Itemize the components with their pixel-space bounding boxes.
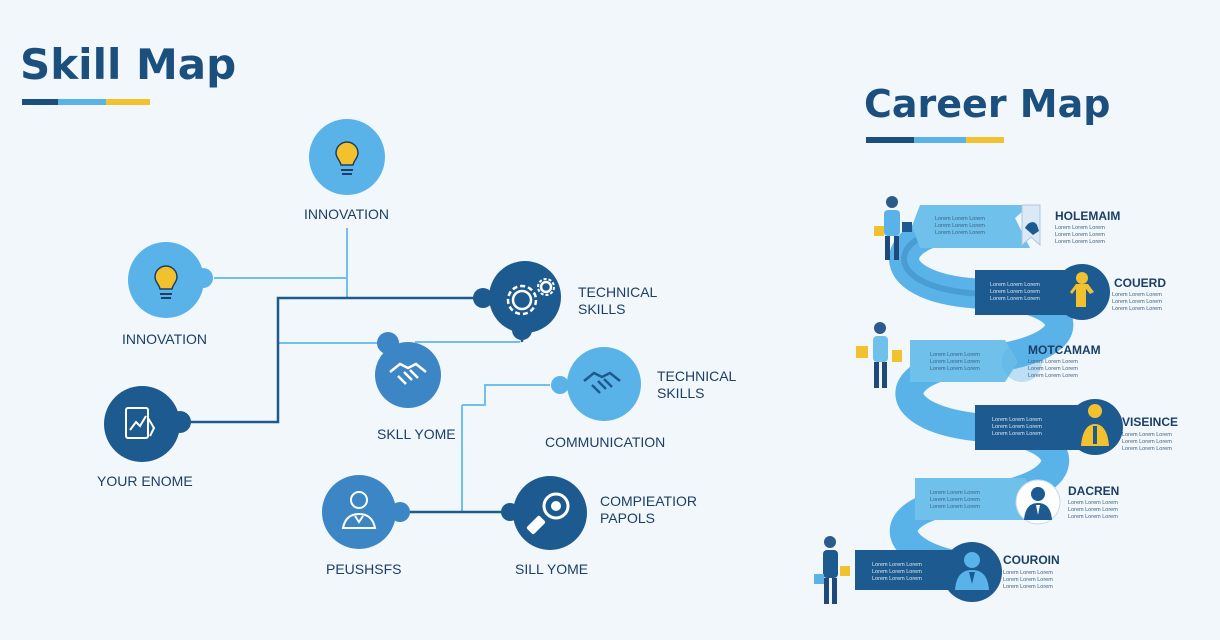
skill-label-technical-skills-1: TECHNICAL SKILLS <box>578 284 658 317</box>
businessman-icon <box>1024 487 1052 520</box>
skill-label-technical-skills-2: TECHNICAL SKILLS <box>657 368 737 401</box>
skill-node-innovation-left[interactable] <box>128 242 213 318</box>
person-icon <box>341 491 377 529</box>
skill-label-your-enome: YOUR ENOME <box>97 473 193 489</box>
career-map-title: Career Map <box>864 82 1111 126</box>
accent-segment-1 <box>22 99 58 105</box>
career-banner-3[interactable] <box>910 340 1018 382</box>
skill-map-accent-bar <box>22 99 150 105</box>
hand-icon <box>1025 222 1039 235</box>
career-banner-4[interactable] <box>975 405 1080 450</box>
career-step-label-1: HOLEMAIM <box>1055 209 1121 223</box>
career-badge-5[interactable] <box>1015 479 1061 525</box>
skill-label-compieatior-papols: COMPIEATIOR PAPOLS <box>600 493 697 526</box>
figure-1 <box>874 196 912 260</box>
career-badge-2[interactable] <box>1054 264 1110 320</box>
career-banner-1[interactable] <box>912 205 1030 248</box>
career-map-accent-bar <box>866 137 1004 143</box>
career-step-label-2: COUERD <box>1114 276 1167 290</box>
accent-segment-3 <box>106 99 150 105</box>
skill-node-your-enome[interactable] <box>104 386 191 462</box>
career-step-label-3: MOTCAMAM <box>1028 343 1101 357</box>
career-step-label-5: DACREN <box>1068 484 1120 498</box>
figure-3 <box>814 536 850 604</box>
career-badge-4[interactable] <box>1067 399 1123 455</box>
career-step-label-6: COUROIN <box>1003 553 1060 567</box>
skill-node-technical-skills-1[interactable] <box>473 261 561 340</box>
skill-map-connectors <box>190 228 550 514</box>
skill-label-peushsfs: PEUSHSFS <box>326 561 402 577</box>
career-badge-1[interactable] <box>1021 204 1041 247</box>
career-banner-2[interactable] <box>975 270 1075 315</box>
skill-node-skill-yome-1[interactable] <box>375 332 441 408</box>
skill-node-innovation-top[interactable] <box>309 119 385 195</box>
lightbulb-icon <box>335 141 359 175</box>
accent-segment-3 <box>966 137 1004 143</box>
career-step-label-4: VISEINCE <box>1122 415 1179 429</box>
skill-label-innovation-left: INNOVATION <box>122 331 208 347</box>
gears-icon <box>506 278 555 316</box>
tablet-chart-icon <box>125 407 156 439</box>
magnifier-icon <box>526 492 570 535</box>
career-badge-6[interactable] <box>942 542 1002 602</box>
skill-label-sill-yome: SILL YOME <box>515 561 589 577</box>
businessman-icon <box>955 552 989 590</box>
handshake-icon <box>583 371 621 394</box>
accent-segment-2 <box>58 99 106 105</box>
lightbulb-icon <box>154 265 178 299</box>
accent-segment-1 <box>866 137 914 143</box>
person-yellow-icon <box>1070 272 1094 307</box>
skill-node-peushsfs[interactable] <box>322 475 410 549</box>
figure-2 <box>856 322 902 388</box>
career-banner-5[interactable] <box>915 478 1040 520</box>
skill-map-title: Skill Map <box>20 40 237 89</box>
skill-label-skill-yome-1: SKLL YOME <box>377 426 456 442</box>
accent-segment-2 <box>914 137 966 143</box>
person-yellow-icon <box>1081 404 1109 446</box>
skill-node-sill-yome[interactable] <box>501 476 587 550</box>
skill-label-innovation-top: INNOVATION <box>304 206 390 222</box>
handshake-icon <box>389 362 427 385</box>
career-badge-3[interactable] <box>1002 342 1042 382</box>
skill-label-communication: COMMUNICATION <box>545 434 666 450</box>
skill-node-technical-skills-2[interactable] <box>551 347 641 421</box>
